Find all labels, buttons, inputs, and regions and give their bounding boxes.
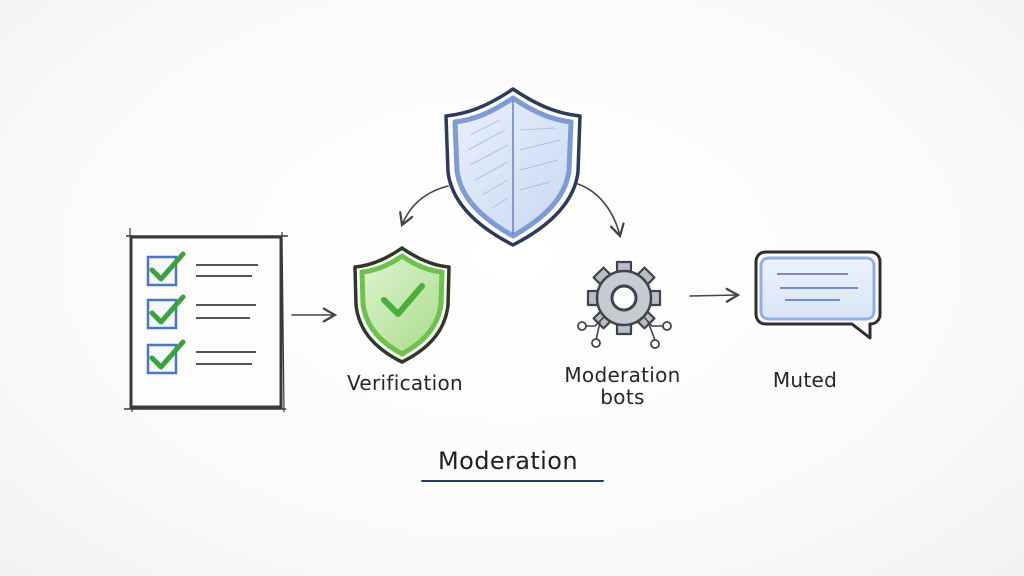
moderation-bots-label-line1: Moderation [564,363,681,387]
checklist-icon [124,227,288,413]
moderation-bots-label-line2: bots [600,385,645,409]
top-shield-icon [444,87,582,247]
speech-bubble-icon [754,250,882,340]
diagram-caption: Moderation [438,447,578,475]
gear-icon [577,260,672,349]
arrow-to-bots [577,183,625,239]
verification-label: Verification [347,371,463,395]
arrow-to-verification [399,185,449,228]
arrow-bots-to-muted [689,287,741,303]
caption-underline [421,480,604,482]
muted-label: Muted [772,368,838,392]
moderation-bots-label: Moderation bots [545,364,700,408]
check-shield-icon [353,246,451,364]
